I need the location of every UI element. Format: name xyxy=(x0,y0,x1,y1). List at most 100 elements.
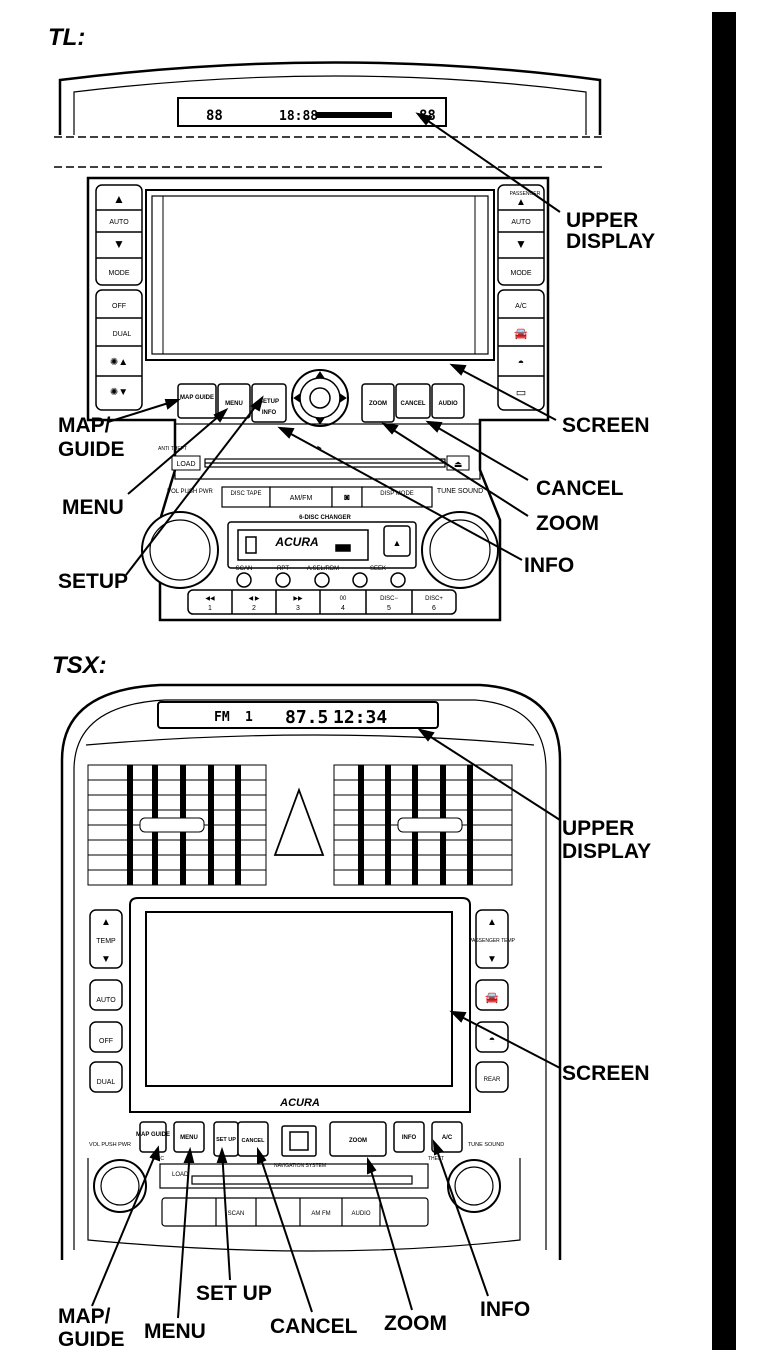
tsx-info-button[interactable]: INFO xyxy=(402,1135,417,1141)
tsx-temp-label: TEMP xyxy=(96,938,116,945)
tl-left-climate xyxy=(95,184,143,411)
tl-defrost-icon: ◓ xyxy=(518,357,525,369)
tsx-am-fm-button[interactable]: AM FM xyxy=(311,1211,330,1217)
tsx-ac-button[interactable]: A/C xyxy=(442,1135,453,1141)
tl-preset-row xyxy=(187,589,457,615)
tsx-audio-button[interactable]: AUDIO xyxy=(351,1211,370,1217)
tl-vol-knob[interactable] xyxy=(141,511,219,589)
tl-preset-3[interactable]: 3 xyxy=(296,605,300,612)
tl-auto-left-button[interactable]: AUTO xyxy=(109,219,129,226)
tsx-defrost-icon[interactable]: ◓ xyxy=(489,1034,496,1046)
tl-load-button[interactable]: LOAD xyxy=(176,461,195,468)
tl-info-button[interactable]: INFO xyxy=(262,410,277,416)
tl-interface-dial[interactable] xyxy=(291,369,349,427)
tl-map-guide-button[interactable]: MAP GUIDE xyxy=(180,395,214,401)
tl-pass-temp-down-icon: ▼ xyxy=(515,237,527,251)
tl-preset-1[interactable]: 1 xyxy=(208,605,212,612)
tl-preset-2[interactable]: 2 xyxy=(252,605,256,612)
tsx-nav-button-row xyxy=(139,1121,463,1157)
tsx-hazard-icon[interactable] xyxy=(273,787,325,856)
tl-eject-icon[interactable]: ⏏ xyxy=(454,459,463,469)
tl-preset-mark-6: DISC+ xyxy=(425,596,443,602)
tl-disc-tape-button[interactable]: DISC TAPE xyxy=(230,491,261,497)
tsx-brand-label: ACURA xyxy=(279,1097,320,1109)
tsx-setup-button[interactable]: SET UP xyxy=(216,1137,236,1143)
tl-off-button[interactable]: OFF xyxy=(112,303,126,310)
tsx-scan-button[interactable]: SCAN xyxy=(228,1211,245,1217)
tl-cancel-button[interactable]: CANCEL xyxy=(401,401,426,407)
tsx-tune-knob[interactable] xyxy=(447,1159,501,1213)
tl-am-fm-button[interactable]: AM/FM xyxy=(290,495,313,502)
tl-audio-button[interactable]: AUDIO xyxy=(438,401,458,407)
tl-console-panel xyxy=(86,176,550,622)
tsx-map-guide-button[interactable]: MAP GUIDE xyxy=(136,1132,170,1138)
tl-disp-mode-button[interactable]: DISP MODE xyxy=(380,491,414,497)
tl-xm-icon: ◙ xyxy=(344,492,350,502)
tsx-callout-screen: SCREEN xyxy=(562,1062,650,1085)
tl-seek-label: SEEK xyxy=(370,566,386,572)
tl-leader-lines xyxy=(107,112,561,576)
tl-preset-6[interactable]: 6 xyxy=(432,605,436,612)
tl-tape-eject-icon[interactable]: ▲ xyxy=(393,538,402,548)
tsx-load-button[interactable]: LOAD xyxy=(172,1172,189,1178)
tl-mode-left-button[interactable]: MODE xyxy=(109,270,130,277)
tl-callout-menu: MENU xyxy=(62,496,124,519)
tl-dvd-logo-icon: ⌁ xyxy=(314,439,322,455)
tsx-callout-menu: MENU xyxy=(144,1320,206,1343)
tl-audio-button-row xyxy=(221,486,433,508)
tl-asel-label: A.SEL/RDM xyxy=(307,566,339,572)
tsx-menu-button[interactable]: MENU xyxy=(180,1135,198,1141)
tl-tune-label: TUNE SOUND xyxy=(437,488,483,495)
tl-zoom-button[interactable]: ZOOM xyxy=(369,401,387,407)
tsx-pass-temp-down-icon[interactable]: ▼ xyxy=(487,954,497,965)
tsx-audio-panel xyxy=(87,1158,521,1252)
tsx-recirc-icon[interactable]: 🚘 xyxy=(485,992,499,1004)
tl-lcd-bar xyxy=(316,112,392,118)
tsx-dual-button[interactable]: DUAL xyxy=(97,1079,116,1086)
tsx-callout-upper: UPPER xyxy=(562,817,634,840)
tl-preset-mark-4: 00 xyxy=(340,596,347,602)
tl-cassette-deck xyxy=(227,521,417,569)
tsx-rear-button[interactable]: REAR xyxy=(484,1077,501,1083)
tl-dual-button[interactable]: DUAL xyxy=(113,331,132,338)
tl-fan-down-icon: ✺▼ xyxy=(110,387,128,398)
tsx-temp-down-icon[interactable]: ▼ xyxy=(101,954,111,965)
tl-preset-4[interactable]: 4 xyxy=(341,605,345,612)
tl-setup-button[interactable]: SETUP xyxy=(259,399,279,405)
tl-eject-frame xyxy=(446,455,470,471)
tsx-theft-label: THEFT xyxy=(428,1156,444,1162)
tl-ac-button[interactable]: A/C xyxy=(515,303,527,310)
tl-preset-5[interactable]: 5 xyxy=(387,605,391,612)
tl-temp-down-icon: ▼ xyxy=(113,237,125,251)
tsx-cancel-button[interactable]: CANCEL xyxy=(242,1138,266,1144)
tsx-lcd-clock: 12:34 xyxy=(333,707,387,728)
tsx-zoom-button[interactable]: ZOOM xyxy=(349,1138,367,1144)
tsx-vol-label: VOL PUSH PWR xyxy=(89,1142,131,1148)
tsx-left-vent-tab[interactable] xyxy=(139,817,205,833)
tsx-pass-temp-up-icon[interactable]: ▲ xyxy=(487,917,497,928)
tl-preset-mark-3: ▶▶ xyxy=(293,596,303,602)
tl-lcd-clock: 18:88 xyxy=(279,109,318,124)
tsx-callout-info: INFO xyxy=(480,1298,530,1321)
tl-callout-cancel: CANCEL xyxy=(536,477,624,500)
tsx-temp-up-icon[interactable]: ▲ xyxy=(101,917,111,928)
tsx-auto-button[interactable]: AUTO xyxy=(96,997,116,1004)
tl-tune-knob[interactable] xyxy=(421,511,499,589)
tsx-tune-label: TUNE SOUND xyxy=(468,1142,504,1148)
tl-menu-button[interactable]: MENU xyxy=(225,401,243,407)
tl-load-frame xyxy=(171,455,201,471)
tsx-callout-guide: GUIDE xyxy=(58,1328,125,1351)
tsx-off-button[interactable]: OFF xyxy=(99,1038,113,1045)
tl-pass-temp-up-icon: ▲ xyxy=(516,197,526,208)
tsx-passenger-temp-label: PASSENGER TEMP xyxy=(469,938,516,944)
tl-callout-setup: SETUP xyxy=(58,570,128,593)
tsx-right-vent-tab[interactable] xyxy=(397,817,463,833)
tl-fan-up-icon: ✺▲ xyxy=(110,357,128,368)
tl-mode-right-button[interactable]: MODE xyxy=(511,270,532,277)
tl-callout-map: MAP/ xyxy=(58,414,111,437)
tsx-vol-knob[interactable] xyxy=(93,1159,147,1213)
tl-auto-right-button[interactable]: AUTO xyxy=(511,219,531,226)
tl-brand-label: ACURA xyxy=(274,535,318,549)
tl-callout-display: DISPLAY xyxy=(566,230,655,253)
tl-preset-mark-2: ◀ ▶ xyxy=(249,596,260,602)
